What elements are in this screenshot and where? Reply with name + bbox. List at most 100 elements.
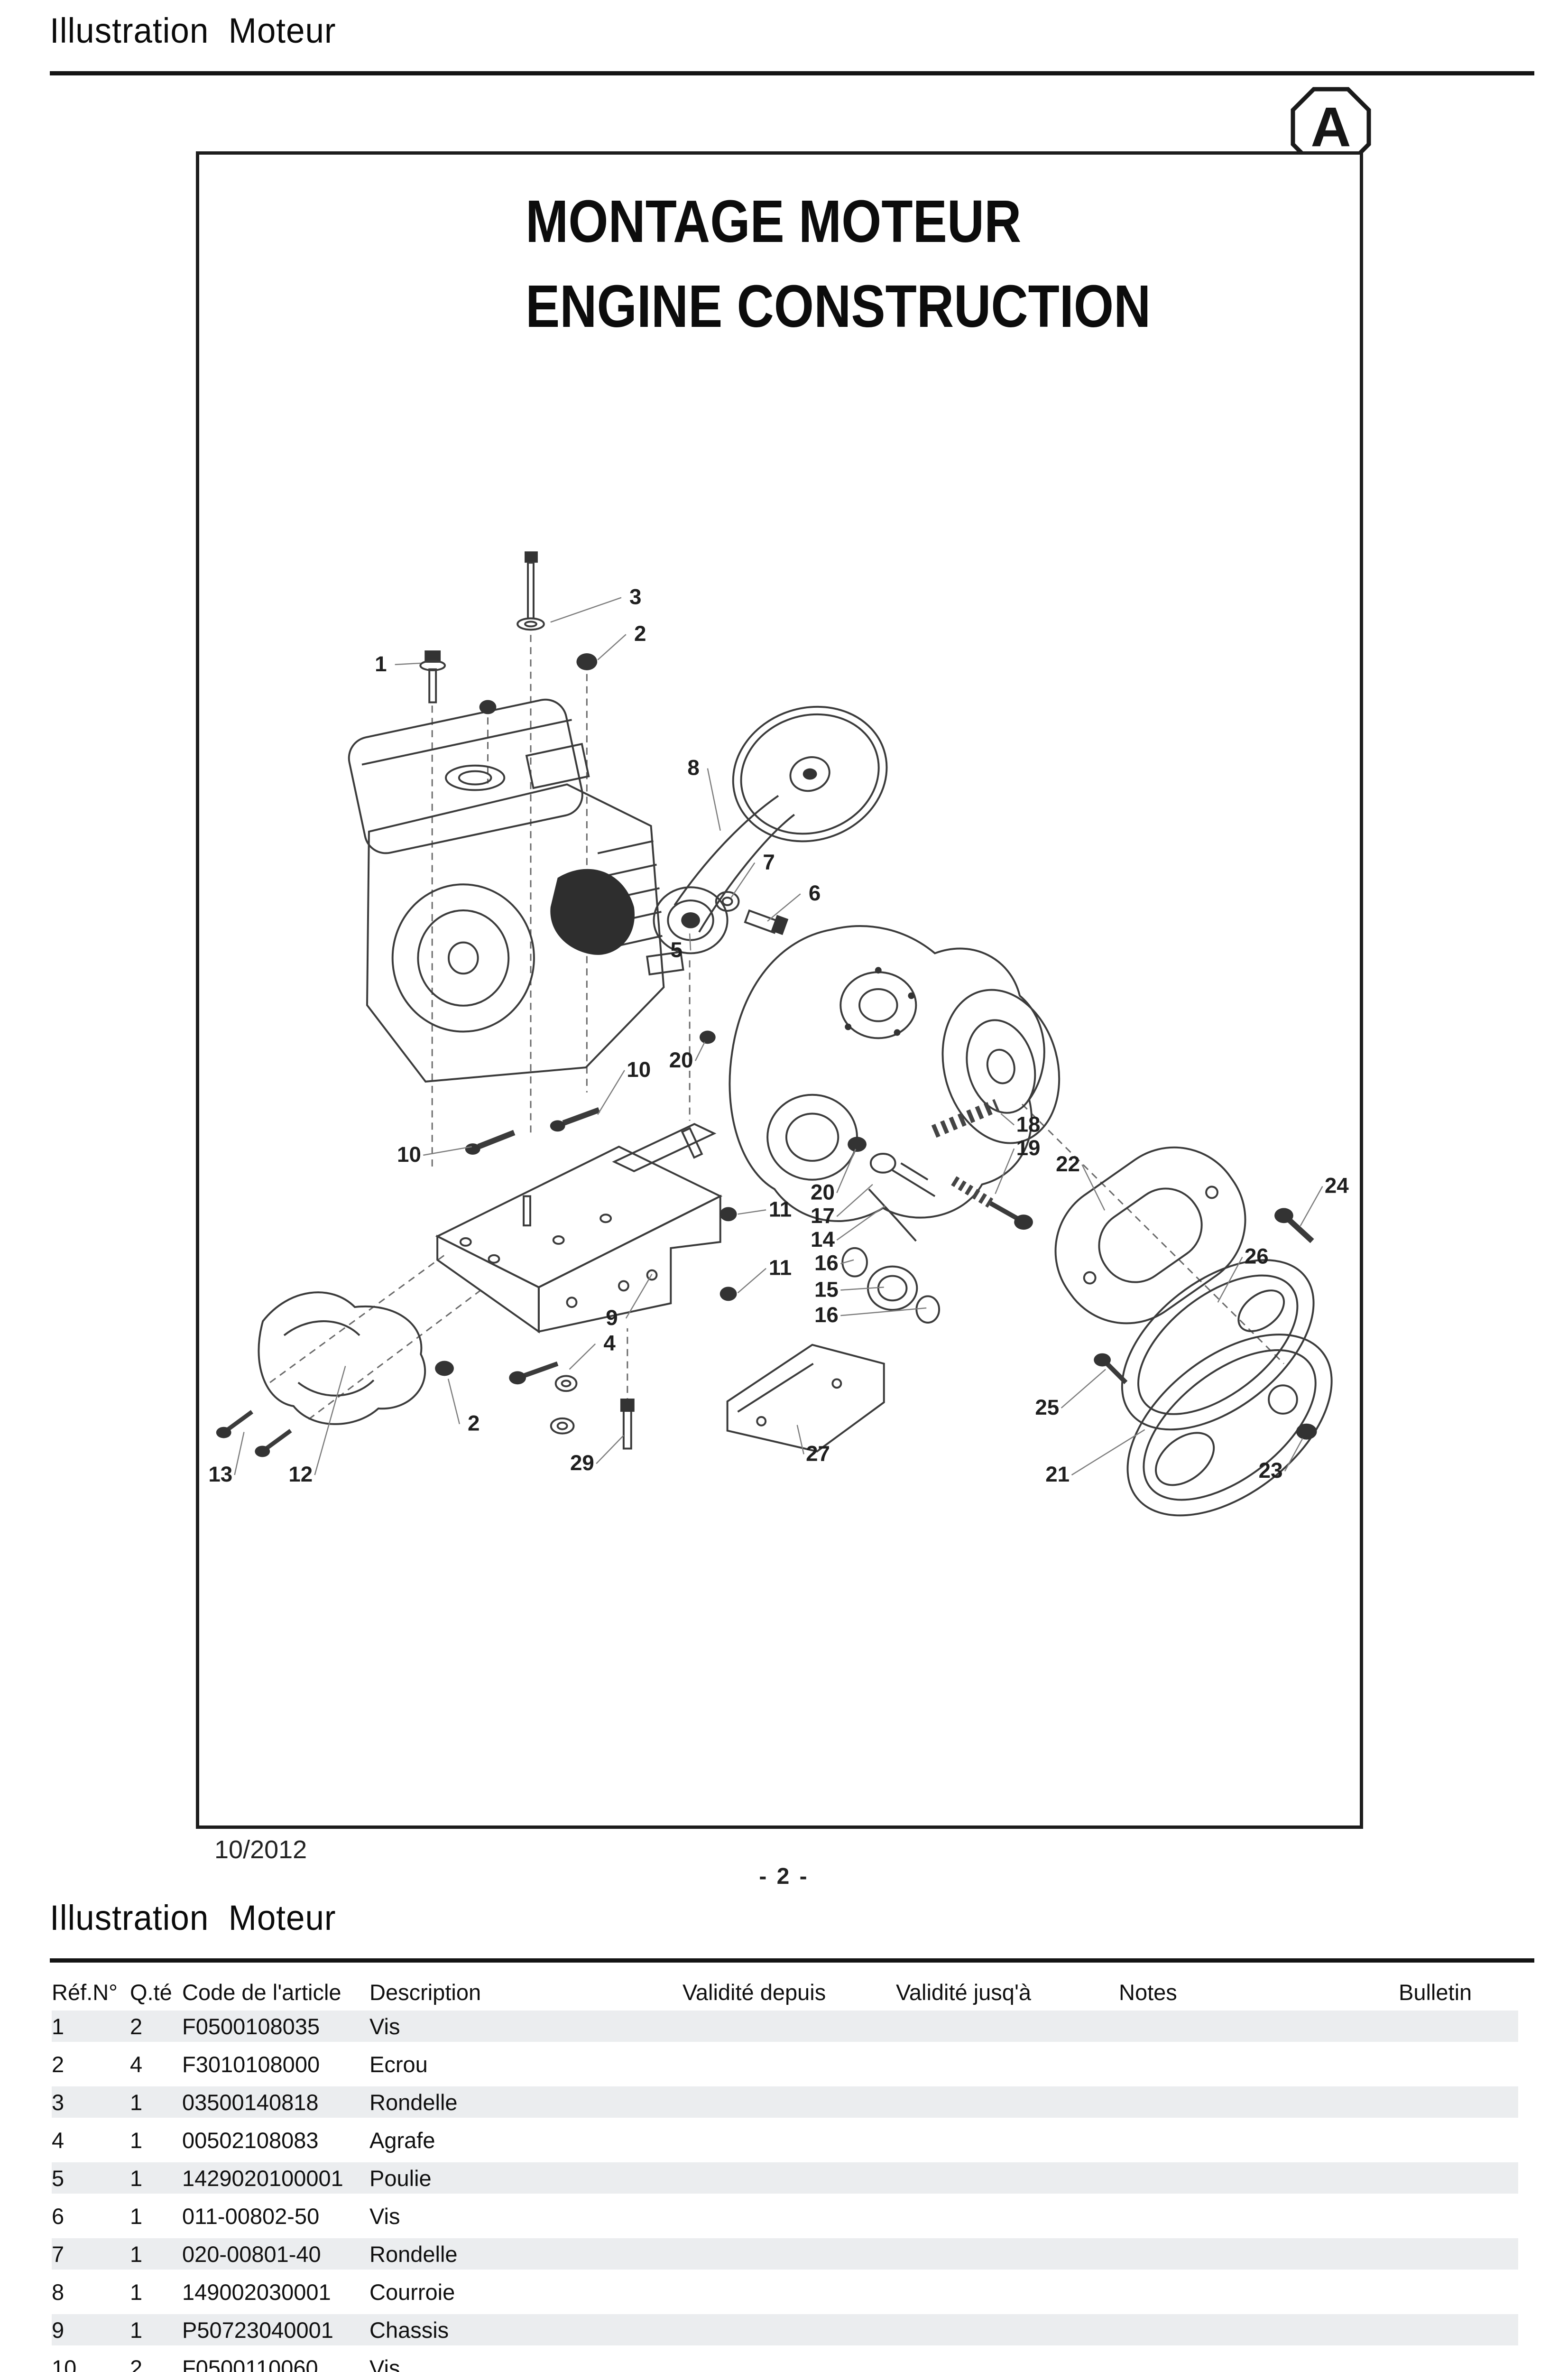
section-title: Illustration Moteur (50, 1898, 336, 1937)
callout-leader-24 (1300, 1186, 1323, 1226)
qty-cell: 2 (130, 2011, 182, 2048)
code-cell: F3010108000 (182, 2045, 369, 2086)
valid-to-cell (896, 2349, 1119, 2372)
callout-leader-26 (1217, 1257, 1243, 1303)
bulletin-cell (1399, 2197, 1518, 2238)
callout-number-2: 2 (468, 1411, 480, 1436)
qty-cell: 1 (130, 2311, 182, 2352)
valid-to-cell (896, 2235, 1119, 2276)
callout-number-3: 3 (629, 585, 641, 609)
valid-to-cell (896, 2083, 1119, 2124)
valid-to-cell (896, 2045, 1119, 2086)
table-header-row: Réf.N° Q.té Code de l'article Descriptio… (52, 1974, 1518, 2011)
callout-leader-7 (730, 862, 756, 898)
description-cell: Vis (369, 2197, 683, 2238)
callout-leader-27 (796, 1425, 804, 1455)
description-cell: Ecrou (369, 2045, 683, 2086)
notes-cell (1119, 2311, 1399, 2352)
notes-cell (1119, 2273, 1399, 2314)
col-ref: Réf.N° (52, 1979, 118, 2005)
diagram-title-en: ENGINE CONSTRUCTION (526, 272, 1151, 340)
callout-number-16: 16 (814, 1251, 839, 1275)
callout-leader-10 (597, 1070, 625, 1115)
ignition-coil (550, 869, 635, 955)
notes-cell (1119, 2159, 1399, 2200)
callout-leader-14 (836, 1205, 886, 1241)
callout-leader-23 (1284, 1438, 1303, 1472)
belt-and-pulley (653, 705, 888, 954)
qty-cell: 4 (130, 2045, 182, 2086)
code-cell: 011-00802-50 (182, 2197, 369, 2238)
callout-leader-21 (1071, 1429, 1145, 1476)
qty-cell: 1 (130, 2083, 182, 2124)
bulletin-cell (1399, 2273, 1518, 2314)
callout-leader-9 (625, 1273, 653, 1319)
description-cell: Agrafe (369, 2121, 683, 2162)
callout-number-16: 16 (814, 1303, 839, 1327)
notes-cell (1119, 2045, 1399, 2086)
chassis-plate (435, 1123, 723, 1334)
callout-leader-16 (840, 1259, 854, 1264)
ref-cell: 5 (52, 2159, 130, 2200)
line-art (216, 551, 1333, 1517)
notes-cell (1119, 2235, 1399, 2276)
callout-number-17: 17 (811, 1204, 835, 1228)
callout-leader-19 (995, 1148, 1015, 1195)
callout-number-29: 29 (570, 1451, 594, 1475)
callout-number-25: 25 (1035, 1395, 1059, 1419)
callout-number-12: 12 (288, 1462, 313, 1486)
valid-from-cell (683, 2045, 896, 2086)
code-cell: P50723040001 (182, 2311, 369, 2352)
callout-leader-3 (550, 597, 622, 623)
code-cell: 03500140818 (182, 2083, 369, 2124)
parts-table: Réf.N° Q.té Code de l'article Descriptio… (52, 1974, 1518, 2372)
qty-cell: 1 (130, 2159, 182, 2200)
callout-number-10: 10 (627, 1057, 651, 1082)
qty-cell: 1 (130, 2273, 182, 2314)
loose-hardware (419, 551, 1317, 1450)
col-valid-to: Validité jusq'à (896, 1979, 1032, 2005)
callout-number-14: 14 (811, 1227, 835, 1251)
ref-cell: 3 (52, 2083, 130, 2124)
notes-cell (1119, 2349, 1399, 2372)
callout-leader-2 (597, 634, 627, 660)
callout-number-19: 19 (1016, 1136, 1041, 1160)
description-cell: Vis (369, 2349, 683, 2372)
ref-cell: 8 (52, 2273, 130, 2314)
section-rule (50, 1958, 1534, 1963)
callout-number-11: 11 (769, 1197, 792, 1221)
tensioner-parts (841, 1137, 941, 1324)
spring-18 (931, 1099, 1000, 1138)
ref-cell: 1 (52, 2011, 130, 2048)
qty-cell: 1 (130, 2121, 182, 2162)
notes-cell (1119, 2197, 1399, 2238)
callout-leader-5 (689, 933, 692, 951)
page-title: Illustration Moteur (50, 11, 336, 50)
notes-cell (1119, 2121, 1399, 2162)
valid-from-cell (683, 2235, 896, 2276)
belt-cover-inner (1121, 1259, 1315, 1431)
page-number: - 2 - (759, 1864, 809, 1889)
ref-cell: 2 (52, 2045, 130, 2086)
valid-to-cell (896, 2159, 1119, 2200)
notes-cell (1119, 2083, 1399, 2124)
callout-leader-8 (707, 768, 721, 831)
code-cell: F0500110060 (182, 2349, 369, 2372)
valid-from-cell (683, 2159, 896, 2200)
diagram-title-fr: MONTAGE MOTEUR (526, 188, 1022, 255)
callout-leader-1 (395, 662, 421, 666)
bulletin-cell (1399, 2311, 1518, 2352)
diagram-title: MONTAGE MOTEUR ENGINE CONSTRUCTION (526, 179, 1151, 349)
description-cell: Vis (369, 2011, 683, 2048)
bulletin-cell (1399, 2121, 1518, 2162)
code-cell: 00502108083 (182, 2121, 369, 2162)
qty-cell: 2 (130, 2349, 182, 2372)
col-qty: Q.té (130, 1979, 172, 2005)
col-code: Code de l'article (182, 1979, 341, 2005)
callout-number-5: 5 (671, 937, 683, 962)
